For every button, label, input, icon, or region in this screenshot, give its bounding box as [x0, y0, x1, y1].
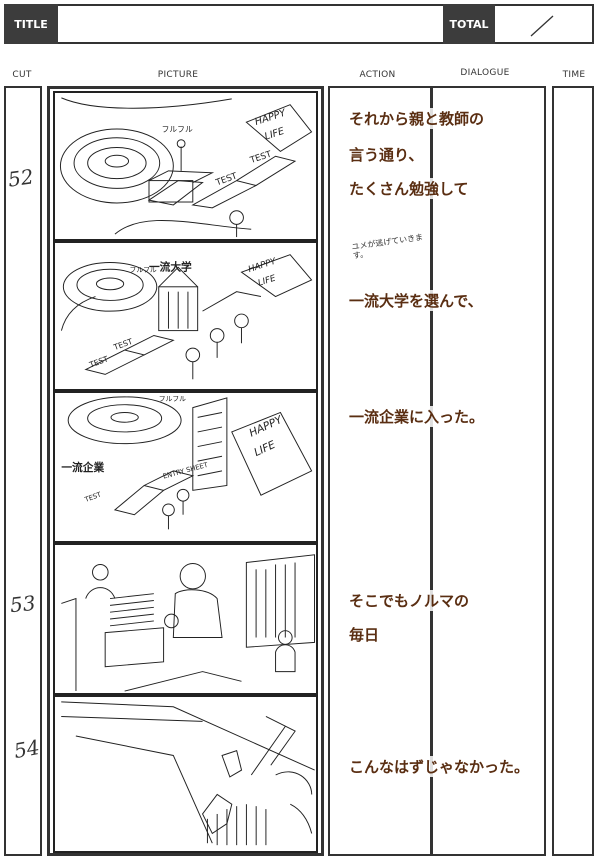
sketch-office-worker: [61, 554, 316, 692]
picture-column: HAPPY LIFE TEST TEST フルフル: [47, 86, 324, 856]
dialogue-column: [431, 86, 546, 856]
total-field[interactable]: [495, 6, 592, 42]
text-happy: HAPPY: [254, 107, 288, 128]
text-furufuru-1: フルフル: [162, 125, 193, 134]
slash-mark: [530, 15, 554, 37]
text-test-4: TEST: [87, 354, 109, 369]
text-life: LIFE: [263, 126, 286, 143]
sketch-desk-closeup: [61, 701, 315, 846]
text-life-3: LIFE: [252, 438, 278, 459]
text-entry-sheet: ENTRY SHEET: [162, 461, 210, 481]
sketch-board-game: HAPPY LIFE TEST TEST フルフル: [59, 97, 313, 238]
text-ichiryu-kigyou: 一流企業: [61, 461, 104, 474]
text-furufuru-2: フルフル: [130, 266, 157, 274]
time-column: [552, 86, 594, 856]
dialogue-line-5: 一流企業に入った。: [347, 406, 487, 427]
storyboard-panel-3: 一流企業 HAPPY LIFE ENTRY SHEET TEST フルフル: [53, 391, 318, 543]
sketch-university: 一流大学 HAPPY LIFE TEST TEST フルフル: [60, 254, 313, 380]
cut-number-54: 54: [12, 734, 42, 764]
col-head-cut: CUT: [12, 70, 32, 80]
text-ichiryu-daigaku: 一流大学: [149, 260, 192, 273]
total-label: TOTAL: [443, 4, 495, 44]
text-furufuru-3: フルフル: [159, 395, 186, 403]
title-label: TITLE: [4, 4, 58, 44]
text-test-1: TEST: [248, 149, 273, 166]
storyboard-panel-4: [53, 543, 318, 695]
dialogue-line-7: 毎日: [347, 624, 382, 645]
cut-number-53: 53: [8, 590, 37, 618]
text-test-3: TEST: [112, 337, 134, 352]
text-happy-3: HAPPY: [247, 412, 285, 439]
storyboard-panel-5: [53, 695, 318, 853]
dialogue-line-6: そこでもノルマの: [347, 590, 472, 611]
storyboard-panel-1: HAPPY LIFE TEST TEST フルフル: [53, 91, 318, 241]
text-happy-2: HAPPY: [247, 257, 278, 276]
text-life-2: LIFE: [257, 273, 278, 288]
dialogue-line-1: それから親と教師の: [347, 108, 487, 129]
dialogue-line-3: たくさん勉強して: [347, 178, 471, 199]
col-head-action: ACTION: [359, 70, 396, 80]
sketch-company: 一流企業 HAPPY LIFE ENTRY SHEET TEST フルフル: [61, 395, 313, 530]
action-column: [328, 86, 432, 856]
col-head-picture: PICTURE: [157, 70, 199, 80]
col-head-dialogue: DIALOGUE: [460, 68, 510, 78]
storyboard-panel-2: 一流大学 HAPPY LIFE TEST TEST フルフル: [53, 241, 318, 391]
cut-column: [4, 86, 42, 856]
cut-number-52: 52: [6, 164, 35, 192]
dialogue-line-8: こんなはずじゃなかった。: [347, 756, 532, 777]
text-test-5: TEST: [83, 490, 103, 504]
dialogue-line-2: 言う通り、: [347, 144, 426, 165]
col-head-time: TIME: [562, 70, 586, 80]
dialogue-line-4: 一流大学を選んで、: [347, 290, 485, 311]
